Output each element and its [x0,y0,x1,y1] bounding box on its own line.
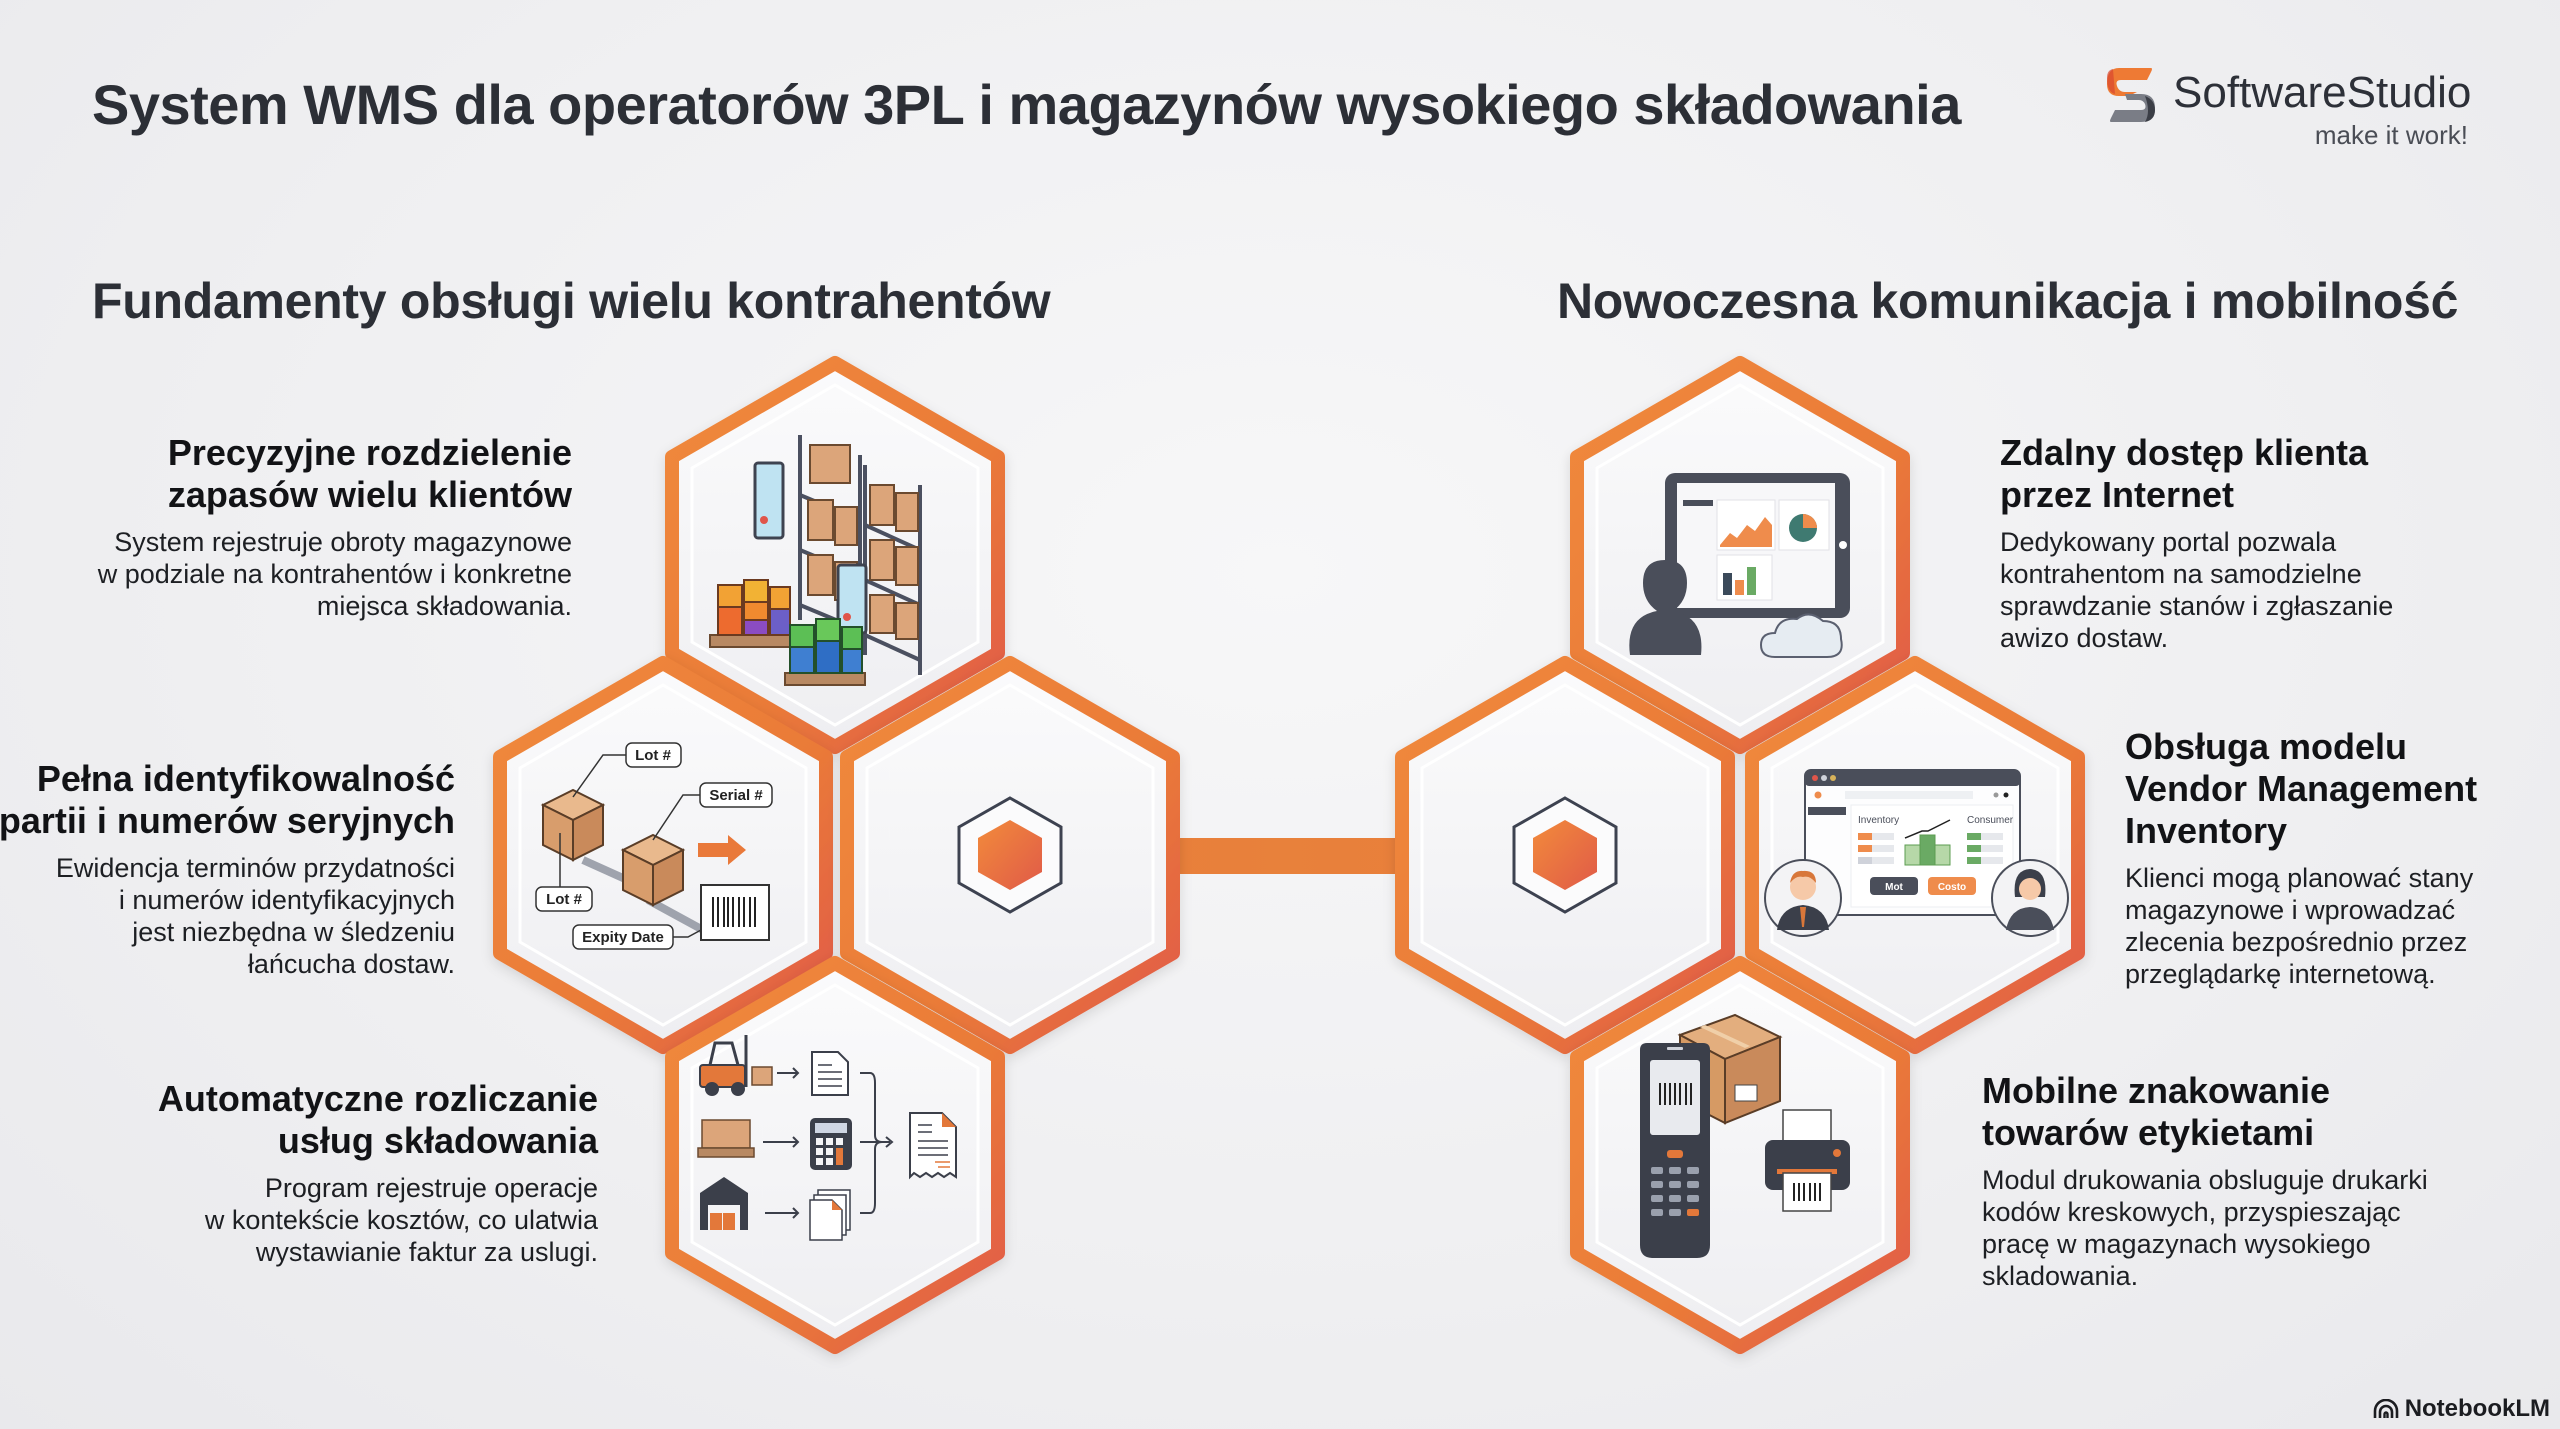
hex-mobile-labeling [1565,955,1915,1355]
feature-description: Modul drukowania obsluguje drukarki kodó… [1982,1164,2542,1292]
warehouse-racks-icon [665,356,1005,754]
label-lot-bottom: Lot # [546,891,582,908]
feature-desc-line: miejsca składowania. [316,591,572,621]
hex-warehouse-racks [660,355,1010,755]
feature-desc-line: sprawdzanie stanów i zgłaszanie [2000,591,2394,621]
feature-title-line: towarów etykietami [1982,1112,2315,1153]
feature-title-line: Obsługa modelu [2125,726,2408,767]
feature-title: Pełna identyfikowalność partii i numerów… [0,758,455,842]
feature-title-line: Precyzyjne rozdzielenie [167,432,572,473]
billing-flow-icon [665,956,1005,1354]
feature-desc-line: jest niezbędna w śledzeniu [132,917,455,947]
traceability-boxes-icon: Lot # Serial # Lot # Expity Date [493,656,833,1054]
hex-traceability: Lot # Serial # Lot # Expity Date [488,655,838,1055]
feature-desc-line: przeglądarkę internetową. [2125,959,2436,989]
feature-description: System rejestruje obroty magazynowe w po… [12,526,572,622]
feature-title-line: Pełna identyfikowalność [36,758,455,799]
feature-desc-line: Modul drukowania obsluguje drukarki [1982,1165,2428,1195]
feature-desc-line: w podziale na kontrahentów i konkretne [97,559,572,589]
hub-core-icon [1395,656,1735,1054]
feature-desc-line: awizo dostaw. [2000,623,2169,653]
feature-desc-line: w kontekście kosztów, co ulatwia [204,1205,598,1235]
feature-title-line: Mobilne znakowanie [1982,1070,2331,1111]
hex-hub-left [835,655,1185,1055]
vmi-button-orange: Costo [1938,882,1966,893]
notebooklm-brand: NotebookLM [2373,1395,2550,1423]
feature-title-line: usług składowania [277,1120,598,1161]
section-title-left: Fundamenty obsługi wielu kontrahentów [92,273,1051,329]
hub-core-icon [840,656,1180,1054]
feature-stock-separation: Precyzyjne rozdzielenie zapasów wielu kl… [12,432,572,622]
s-logo-icon [2107,68,2155,122]
feature-desc-line: System rejestruje obroty magazynowe [114,527,572,557]
feature-desc-line: Dedykowany portal pozwala [2000,527,2337,557]
label-expiry: Expity Date [582,929,664,946]
feature-desc-line: wystawianie faktur za uslugi. [255,1237,598,1267]
feature-desc-line: zlecenia bezpośrednio przez [2125,927,2468,957]
feature-title: Precyzyjne rozdzielenie zapasów wielu kl… [12,432,572,516]
feature-title: Mobilne znakowanie towarów etykietami [1982,1070,2542,1154]
hex-billing [660,955,1010,1355]
vmi-label-consumer: Consumer [1967,815,2014,826]
feature-desc-line: Ewidencja terminów przydatności [55,853,455,883]
feature-title-line: partii i numerów seryjnych [0,800,455,841]
feature-desc-line: pracę w magazynach wysokiego [1982,1229,2371,1259]
client-portal-icon [1570,356,1910,754]
feature-desc-line: Klienci mogą planować stany [2125,863,2474,893]
feature-title-line: Inventory [2125,810,2288,851]
label-lot-top: Lot # [635,747,671,764]
feature-desc-line: łańcucha dostaw. [247,949,455,979]
feature-title-line: zapasów wielu klientów [167,474,572,515]
feature-desc-line: skladowania. [1982,1261,2139,1291]
hex-hub-right [1390,655,1740,1055]
feature-title: Automatyczne rozliczanie usług składowan… [38,1078,598,1162]
software-studio-logo: SoftwareStudio make it work! [2105,64,2505,154]
feature-desc-line: i numerów identyfikacyjnych [118,885,455,915]
notebooklm-label: NotebookLM [2404,1395,2550,1422]
hex-client-portal [1565,355,1915,755]
feature-title-line: przez Internet [2000,474,2235,515]
vmi-button-dark: Mot [1885,882,1903,893]
feature-traceability: Pełna identyfikowalność partii i numerów… [0,758,455,980]
feature-remote-access: Zdalny dostęp klienta przez Internet Ded… [2000,432,2560,654]
hex-vmi: Inventory Consumer Mot Costo [1740,655,2090,1055]
feature-desc-line: magazynowe i wprowadzać [2125,895,2456,925]
feature-title: Zdalny dostęp klienta przez Internet [2000,432,2560,516]
feature-desc-line: kodów kreskowych, przyspieszając [1982,1197,2401,1227]
feature-desc-line: Program rejestruje operacje [264,1173,598,1203]
label-serial: Serial # [709,787,763,804]
vmi-dashboard-icon: Inventory Consumer Mot Costo [1745,656,2085,1054]
feature-description: Dedykowany portal pozwala kontrahentom n… [2000,526,2560,654]
section-title-right: Nowoczesna komunikacja i mobilność [1557,273,2459,329]
feature-title-line: Vendor Management [2125,768,2478,809]
feature-desc-line: kontrahentom na samodzielne [2000,559,2362,589]
notebooklm-icon [2373,1399,2398,1418]
feature-mobile-labeling: Mobilne znakowanie towarów etykietami Mo… [1982,1070,2542,1292]
feature-title-line: Automatyczne rozliczanie [157,1078,598,1119]
page-title: System WMS dla operatorów 3PL i magazynó… [92,73,1961,136]
feature-title-line: Zdalny dostęp klienta [2000,432,2369,473]
barcode-scanner-printer-icon [1570,956,1910,1354]
feature-title: Obsługa modelu Vendor Management Invento… [2125,726,2555,852]
feature-description: Program rejestruje operacje w kontekście… [38,1172,598,1268]
feature-description: Klienci mogą planować stany magazynowe i… [2125,862,2555,990]
feature-vmi: Obsługa modelu Vendor Management Invento… [2125,726,2555,990]
vmi-label-inventory: Inventory [1858,815,1899,826]
feature-billing: Automatyczne rozliczanie usług składowan… [38,1078,598,1268]
feature-description: Ewidencja terminów przydatności i numeró… [0,852,455,980]
logo-tagline: make it work! [2314,120,2468,150]
logo-name: SoftwareStudio [2173,68,2472,117]
